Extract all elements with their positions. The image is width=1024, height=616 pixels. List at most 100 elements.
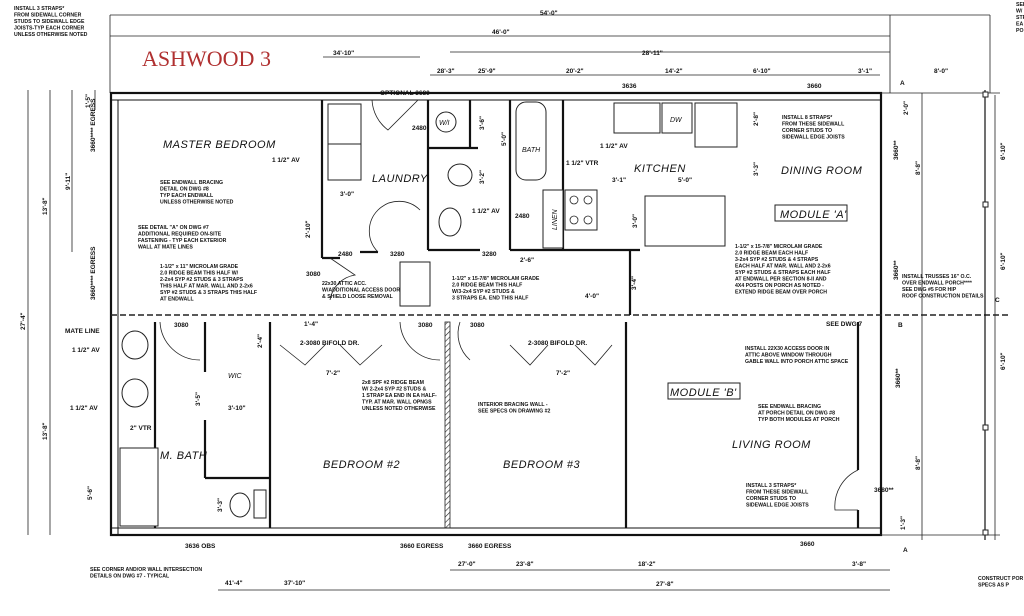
note-line: W/ADDITIONAL ACCESS DOOR xyxy=(322,288,400,294)
section-b: B xyxy=(898,322,903,329)
note-line: 1-1/2" x 15-7/8" MICROLAM GRADE xyxy=(452,276,540,282)
note-line: SIDEWALL EDGE JOISTS xyxy=(746,503,809,509)
door-2480-c: 2480 xyxy=(515,213,530,220)
window-3660-bottom: 3660 xyxy=(800,541,815,548)
linen-label: LINEN xyxy=(552,208,559,230)
note-n17: SEEW/STREAPO xyxy=(1016,2,1024,34)
master-toilet xyxy=(229,492,251,518)
dim-1-5: 1'-5" xyxy=(85,94,92,108)
dim-2-10: 2'-10" xyxy=(305,220,312,238)
vanity-sink-2 xyxy=(121,378,149,408)
window-egress-1: 3660**** EGRESS xyxy=(90,98,97,152)
note-line: 1 STRAP EA END IN EA HALF- xyxy=(362,393,437,399)
porch: 2'-0" 8'-8" 6'-10" 6'-10" 6'-10" 8'-8" 1… xyxy=(880,90,1007,540)
bottom-dimensions: 41'-4" 37'-10" 27'-0" 23'-8" 18'-2" 27'-… xyxy=(218,561,890,591)
window-3660-top: 3660 xyxy=(807,83,822,90)
note-line: SEE ENDWALL BRACING xyxy=(160,180,223,186)
left-dimensions: 27'-4" 13'-8" 13'-8" 9'-11" 1'-5" 3660**… xyxy=(20,90,97,535)
dim-37-10: 37'-10" xyxy=(284,580,305,587)
module-a-box xyxy=(774,204,848,222)
dim-20-2: 20'-2" xyxy=(566,68,584,75)
note-line: INSTALL 3 STRAPS* xyxy=(14,6,65,12)
dim-3-3-b: 3'-3" xyxy=(217,498,224,512)
note-line: SEE SPECS ON DRAWING #2 xyxy=(478,409,550,415)
kitchen-sink xyxy=(613,102,661,134)
dim-5-0-k: 5'-0" xyxy=(678,177,692,184)
window-3636-obs: 3636 OBS xyxy=(185,543,216,550)
range xyxy=(564,189,598,231)
dim-3-5: 3'-5" xyxy=(195,392,202,406)
vent-label-2: 1 1/2" AV xyxy=(472,208,500,215)
see-dwg7-label: SEE DWG 7 xyxy=(826,321,863,328)
optional-door: OPTIONAL 3680 xyxy=(380,90,430,97)
vent-label-4: 1 1/2" AV xyxy=(72,347,100,354)
note-line: 22x30 ATTIC ACC. xyxy=(322,281,367,287)
dim-28-3: 28'-3" xyxy=(437,68,455,75)
dim-3-8: 3'-8" xyxy=(852,561,866,568)
dim-3-1-k: 3'-1" xyxy=(612,177,626,184)
toilet xyxy=(447,163,473,187)
dim-3-2: 3'-2" xyxy=(479,170,486,184)
wi-label: W/I xyxy=(439,120,450,127)
note-line: ADDITIONAL REQUIRED ON-SITE xyxy=(138,232,222,238)
opening-labels: OPTIONAL 3680 2480 2480 2480 3280 3280 3… xyxy=(174,83,902,550)
bathtub xyxy=(515,101,547,181)
note-line: SEE ENDWALL BRACING xyxy=(758,404,821,410)
note-line: UNLESS NOTED OTHERWISE xyxy=(362,406,436,412)
note-line: OVER ENDWALL PORCH**** xyxy=(902,281,973,287)
dim-8-8: 8'-8" xyxy=(915,161,922,175)
dim-27-8: 27'-8" xyxy=(656,581,674,588)
door-3080-b: 3080 xyxy=(174,322,189,329)
note-line: SEE DETAIL "A" ON DWG #7 xyxy=(138,225,209,231)
dim-2-8: 2'-8" xyxy=(753,112,760,126)
note-line: UNLESS OTHERWISE NOTED xyxy=(160,200,234,206)
dim-3-0-k: 3'-0" xyxy=(632,214,639,228)
note-line: DETAIL ON DWG #8 xyxy=(160,187,209,193)
dim-1-3: 1'-3" xyxy=(900,516,907,530)
dim-8-8-b: 8'-8" xyxy=(915,456,922,470)
note-line: EA xyxy=(1016,22,1023,28)
section-a-top: A xyxy=(900,80,905,87)
note-line: SIDEWALL EDGE JOISTS xyxy=(782,135,845,141)
dim-9-11: 9'-11" xyxy=(65,173,72,190)
dim-3-0: 3'-0" xyxy=(340,191,354,198)
note-line: FROM SIDEWALL CORNER xyxy=(14,13,82,19)
dim-46: 46'-0" xyxy=(492,29,510,36)
top-dimensions: 54'-0" 46'-0" 28'-11" 34'-10" 28'-3" 25'… xyxy=(109,10,991,93)
note-line: FROM THESE SIDEWALL xyxy=(746,490,809,496)
door-3080-a: 3080 xyxy=(306,271,321,278)
vent-label-1: 1 1/2" AV xyxy=(272,157,300,164)
note-line: INSTALL 8 STRAPS* xyxy=(782,115,833,121)
dim-2-0: 2'-0" xyxy=(903,101,910,115)
door-2480-a: 2480 xyxy=(412,125,427,132)
bifold-door-1: 2-3080 BIFOLD DR. xyxy=(300,340,359,347)
bedroom-3-label: BEDROOM #3 xyxy=(503,459,581,471)
note-line: FROM THESE SIDEWALL xyxy=(782,122,845,128)
note-line: AT PORCH DETAIL ON DWG #8 xyxy=(758,411,835,417)
dim-3-3: 3'-3" xyxy=(753,162,760,176)
room-labels: MASTER BEDROOM LAUNDRY KITCHEN DINING RO… xyxy=(160,139,862,471)
dim-4-0: 4'-0" xyxy=(585,293,599,300)
dim-6-10: 6'-10" xyxy=(753,68,771,75)
refrigerator xyxy=(694,102,738,148)
note-line: CORNER STUDS TO xyxy=(746,496,796,502)
door-3280-b: 3280 xyxy=(482,251,497,258)
dishwasher xyxy=(661,102,693,134)
interior-dimensions: 3'-0" 2'-10" 3'-6" 3'-2" 5'-0" 2'-6" 3'-… xyxy=(87,112,760,512)
window-3660-r3: 3660** xyxy=(895,368,902,388)
section-a-bottom: A xyxy=(903,547,908,554)
dim-6-10-r1: 6'-10" xyxy=(1000,142,1007,160)
section-c: C xyxy=(995,297,1000,304)
note-line: SEE CORNER AND/OR WALL INTERSECTION xyxy=(90,567,202,573)
window-egress-b3: 3660 EGRESS xyxy=(468,543,512,550)
vanity-sink-1 xyxy=(121,330,149,360)
bath-room-label: BATH xyxy=(522,147,541,154)
note-line: SEE DWG #5 FOR HIP xyxy=(902,287,957,293)
master-tub xyxy=(119,447,159,527)
